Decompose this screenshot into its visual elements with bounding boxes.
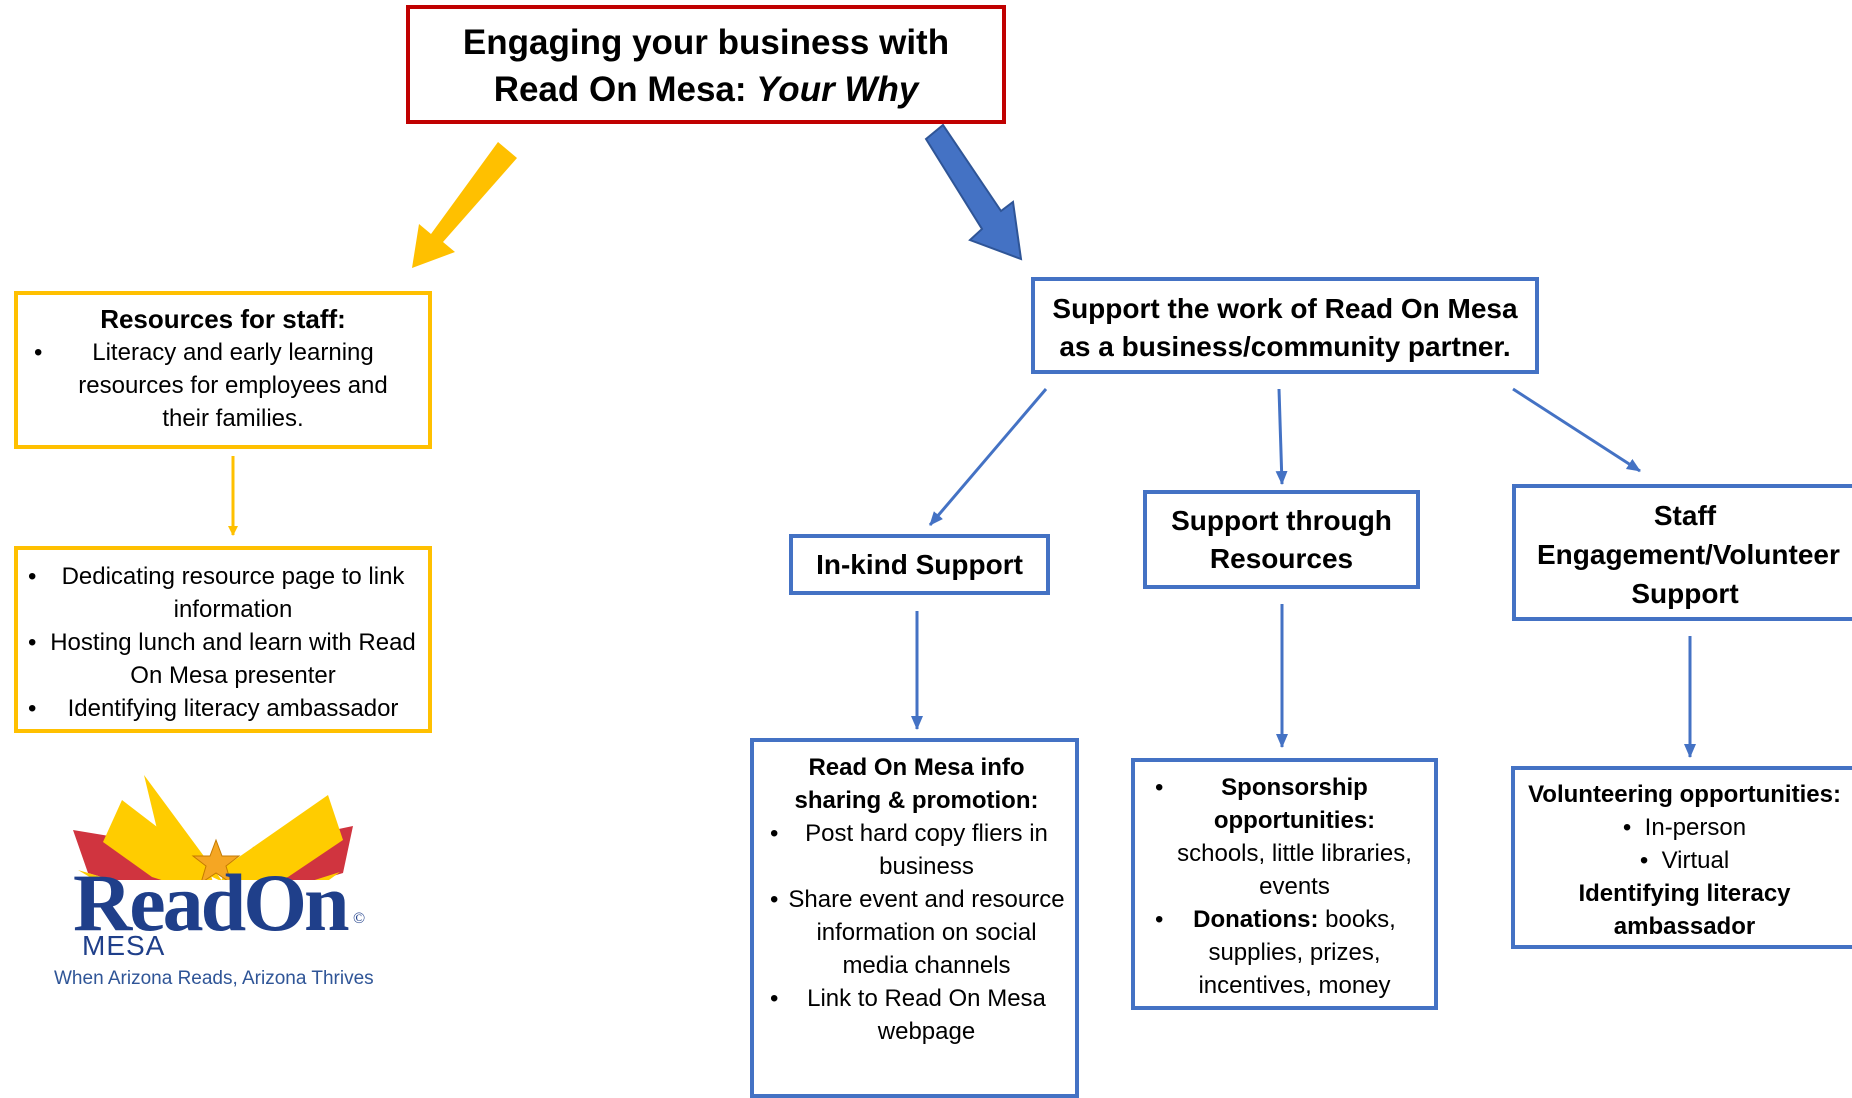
inkind-support-box: In-kind Support	[789, 534, 1050, 595]
inkind-support-label: In-kind Support	[816, 549, 1023, 580]
book-star-icon	[73, 775, 353, 880]
logo-tagline: When Arizona Reads, Arizona Thrives	[54, 968, 374, 989]
logo-sub: MESA	[82, 930, 166, 961]
connector-to-inkind	[928, 388, 1048, 526]
volunteer-detail-footer: Identifying literacy ambassador	[1578, 880, 1791, 940]
resources-detail-box: Sponsorship opportunities: schools, litt…	[1131, 758, 1438, 1010]
staff-resources-heading: Resources for staff:	[100, 304, 346, 334]
resources-detail-list: Sponsorship opportunities: schools, litt…	[1153, 771, 1416, 1002]
sponsorship-text: schools, little libraries, events	[1177, 840, 1412, 900]
staff-resources-box: Resources for staff: Literacy and early …	[14, 291, 432, 449]
support-line-2: as a business/community partner.	[1059, 331, 1511, 362]
list-item: Link to Read On Mesa webpage	[768, 982, 1065, 1048]
volunteer-detail-heading: Volunteering opportunities:	[1528, 781, 1841, 808]
title-line-2: Read On Mesa: Your Why	[493, 70, 919, 109]
logo-brand: ReadOn	[73, 857, 350, 948]
yellow-block-arrow	[412, 142, 517, 268]
list-item: Post hard copy fliers in business	[768, 817, 1065, 883]
list-item: Share event and resource information on …	[768, 883, 1065, 982]
list-item: Donations: books, supplies, prizes, ince…	[1153, 903, 1416, 1002]
donations-text: books, supplies, prizes, incentives, mon…	[1198, 906, 1396, 999]
volunteer-detail-box: Volunteering opportunities: • In-person …	[1511, 766, 1852, 949]
list-item: Literacy and early learning resources fo…	[32, 336, 414, 435]
list-item: Dedicating resource page to link informa…	[26, 560, 420, 626]
support-partner-box: Support the work of Read On Mesa as a bu…	[1031, 277, 1539, 374]
list-item: • In-person	[1622, 814, 1747, 841]
donations-label: Donations:	[1193, 906, 1319, 933]
staff-resources-list: Literacy and early learning resources fo…	[32, 336, 414, 435]
staff-actions-box: Dedicating resource page to link informa…	[14, 546, 432, 733]
list-item: Identifying literacy ambassador	[26, 692, 420, 725]
title-line-1: Engaging your business with	[462, 23, 950, 62]
resources-support-box: Support through Resources	[1143, 490, 1420, 589]
inkind-detail-list: Post hard copy fliers in business Share …	[768, 817, 1065, 1048]
connector-to-resources	[1275, 388, 1288, 485]
title-emphasis: Your Why	[756, 70, 919, 109]
read-on-mesa-logo: ReadOn © MESA When Arizona Reads, Arizon…	[48, 770, 393, 1000]
blue-block-arrow	[924, 123, 1023, 261]
volunteer-support-box: Staff Engagement/Volunteer Support	[1512, 484, 1852, 621]
list-item: Sponsorship opportunities: schools, litt…	[1153, 771, 1416, 903]
list-item: Hosting lunch and learn with Read On Mes…	[26, 626, 420, 692]
title-box: Engaging your business with Read On Mesa…	[406, 5, 1006, 124]
connector-to-volunteer	[1512, 387, 1641, 473]
logo-copyright: ©	[353, 910, 366, 927]
support-line-1: Support the work of Read On Mesa	[1052, 293, 1518, 324]
inkind-detail-heading: Read On Mesa info sharing & promotion:	[794, 754, 1039, 814]
volunteer-support-label: Staff Engagement/Volunteer Support	[1537, 500, 1840, 609]
resources-support-label: Support through Resources	[1171, 505, 1392, 574]
staff-actions-list: Dedicating resource page to link informa…	[26, 560, 420, 725]
sponsorship-label: Sponsorship opportunities:	[1213, 774, 1376, 834]
inkind-detail-box: Read On Mesa info sharing & promotion: P…	[750, 738, 1079, 1098]
list-item: • Virtual	[1639, 847, 1730, 874]
